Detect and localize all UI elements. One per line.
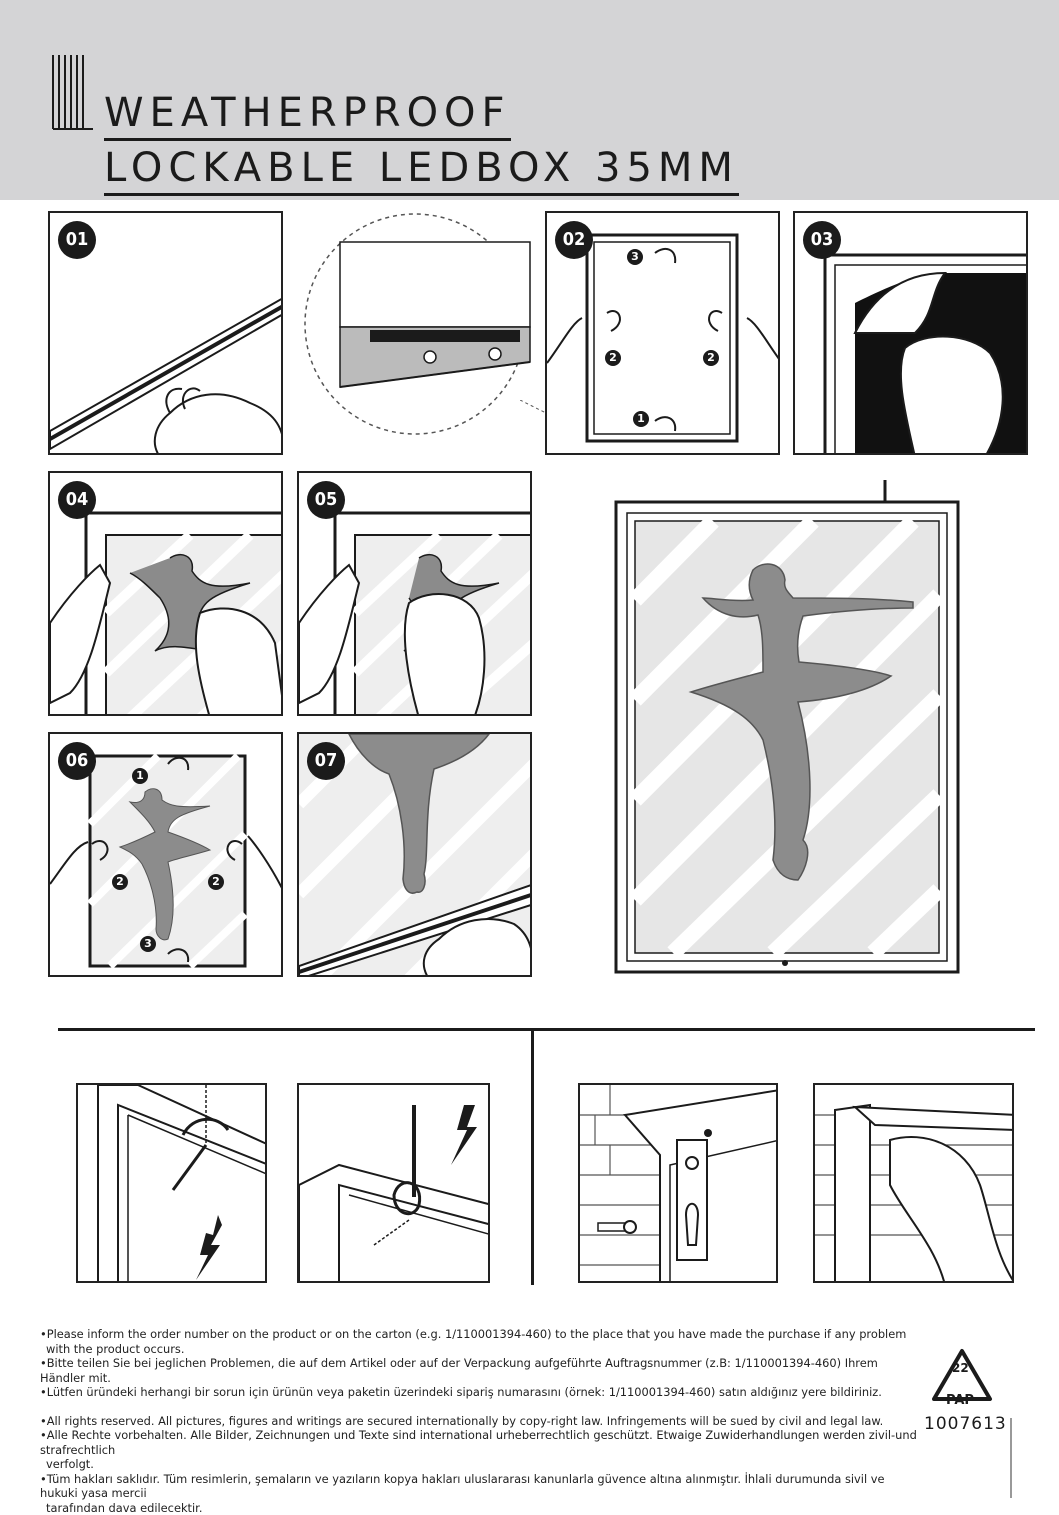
- wall-mount-panel: [578, 1083, 778, 1283]
- footer-notes: •Please inform the order number on the p…: [40, 1327, 920, 1515]
- footer-line: •Tüm hakları saklıdır. Tüm resimlerin, ş…: [40, 1472, 920, 1501]
- power-connection-illustration: [299, 1085, 490, 1283]
- section-divider-horizontal: [58, 1028, 1035, 1031]
- step-number-badge: 01: [58, 221, 96, 259]
- title-line-1: WEATHERPROOF: [104, 90, 511, 136]
- frame-profile-open-illustration: [815, 1085, 1014, 1283]
- lightning-wire-panel: [297, 1083, 490, 1283]
- step-number-badge: 05: [307, 481, 345, 519]
- title-line-2: LOCKABLE LEDBOX 35MM: [104, 145, 739, 191]
- marker-3: 3: [627, 249, 643, 265]
- step-number-badge: 06: [58, 742, 96, 780]
- section-divider-vertical: [531, 1030, 534, 1285]
- marker-3: 3: [140, 936, 156, 952]
- footer-line: •Alle Rechte vorbehalten. Alle Bilder, Z…: [40, 1428, 920, 1457]
- wall-mount-illustration: [580, 1085, 778, 1283]
- step-number-badge: 07: [307, 742, 345, 780]
- hanging-wire-panel: [76, 1083, 267, 1283]
- footer-line: tarafından dava edilecektir.: [40, 1501, 920, 1515]
- step-number-badge: 04: [58, 481, 96, 519]
- hanging-wire-illustration: [78, 1085, 267, 1283]
- step-02-panel: 02 3 2 2 1: [545, 211, 780, 455]
- footer-line: verfolgt.: [40, 1457, 920, 1472]
- marker-2-left: 2: [605, 350, 621, 366]
- step-01-panel: 01: [48, 211, 283, 455]
- marker-2-right: 2: [703, 350, 719, 366]
- step-06-panel: 06 1 2 2 3: [48, 732, 283, 977]
- assembled-ledbox-illustration: [613, 480, 963, 975]
- zoom-detail-circle: [300, 212, 540, 442]
- marker-1: 1: [633, 411, 649, 427]
- product-code: 1007613: [924, 1414, 1007, 1434]
- footer-line: •Bitte teilen Sie bei jeglichen Probleme…: [40, 1356, 920, 1385]
- step-number-badge: 02: [555, 221, 593, 259]
- header-banner: WEATHERPROOF LOCKABLE LEDBOX 35MM: [0, 0, 1059, 200]
- title-bars-icon: [51, 55, 93, 131]
- step-05-panel: 05: [297, 471, 532, 716]
- footer-line: •All rights reserved. All pictures, figu…: [40, 1414, 920, 1429]
- footer-line: •Lütfen üründeki herhangi bir sorun için…: [40, 1385, 920, 1400]
- recycle-number: 22: [952, 1361, 969, 1375]
- marker-1: 1: [132, 768, 148, 784]
- step-04-panel: 04: [48, 471, 283, 716]
- step-07-panel: 07: [297, 732, 532, 977]
- recycle-label: PAP: [946, 1393, 974, 1408]
- footer-line: with the product occurs.: [40, 1342, 920, 1357]
- marker-2-left: 2: [112, 874, 128, 890]
- step-03-panel: 03: [793, 211, 1028, 455]
- step-number-badge: 03: [803, 221, 841, 259]
- edge-line: [1010, 1418, 1012, 1498]
- wall-frame-open-panel: [813, 1083, 1014, 1283]
- footer-line: •Please inform the order number on the p…: [40, 1327, 920, 1342]
- marker-2-right: 2: [208, 874, 224, 890]
